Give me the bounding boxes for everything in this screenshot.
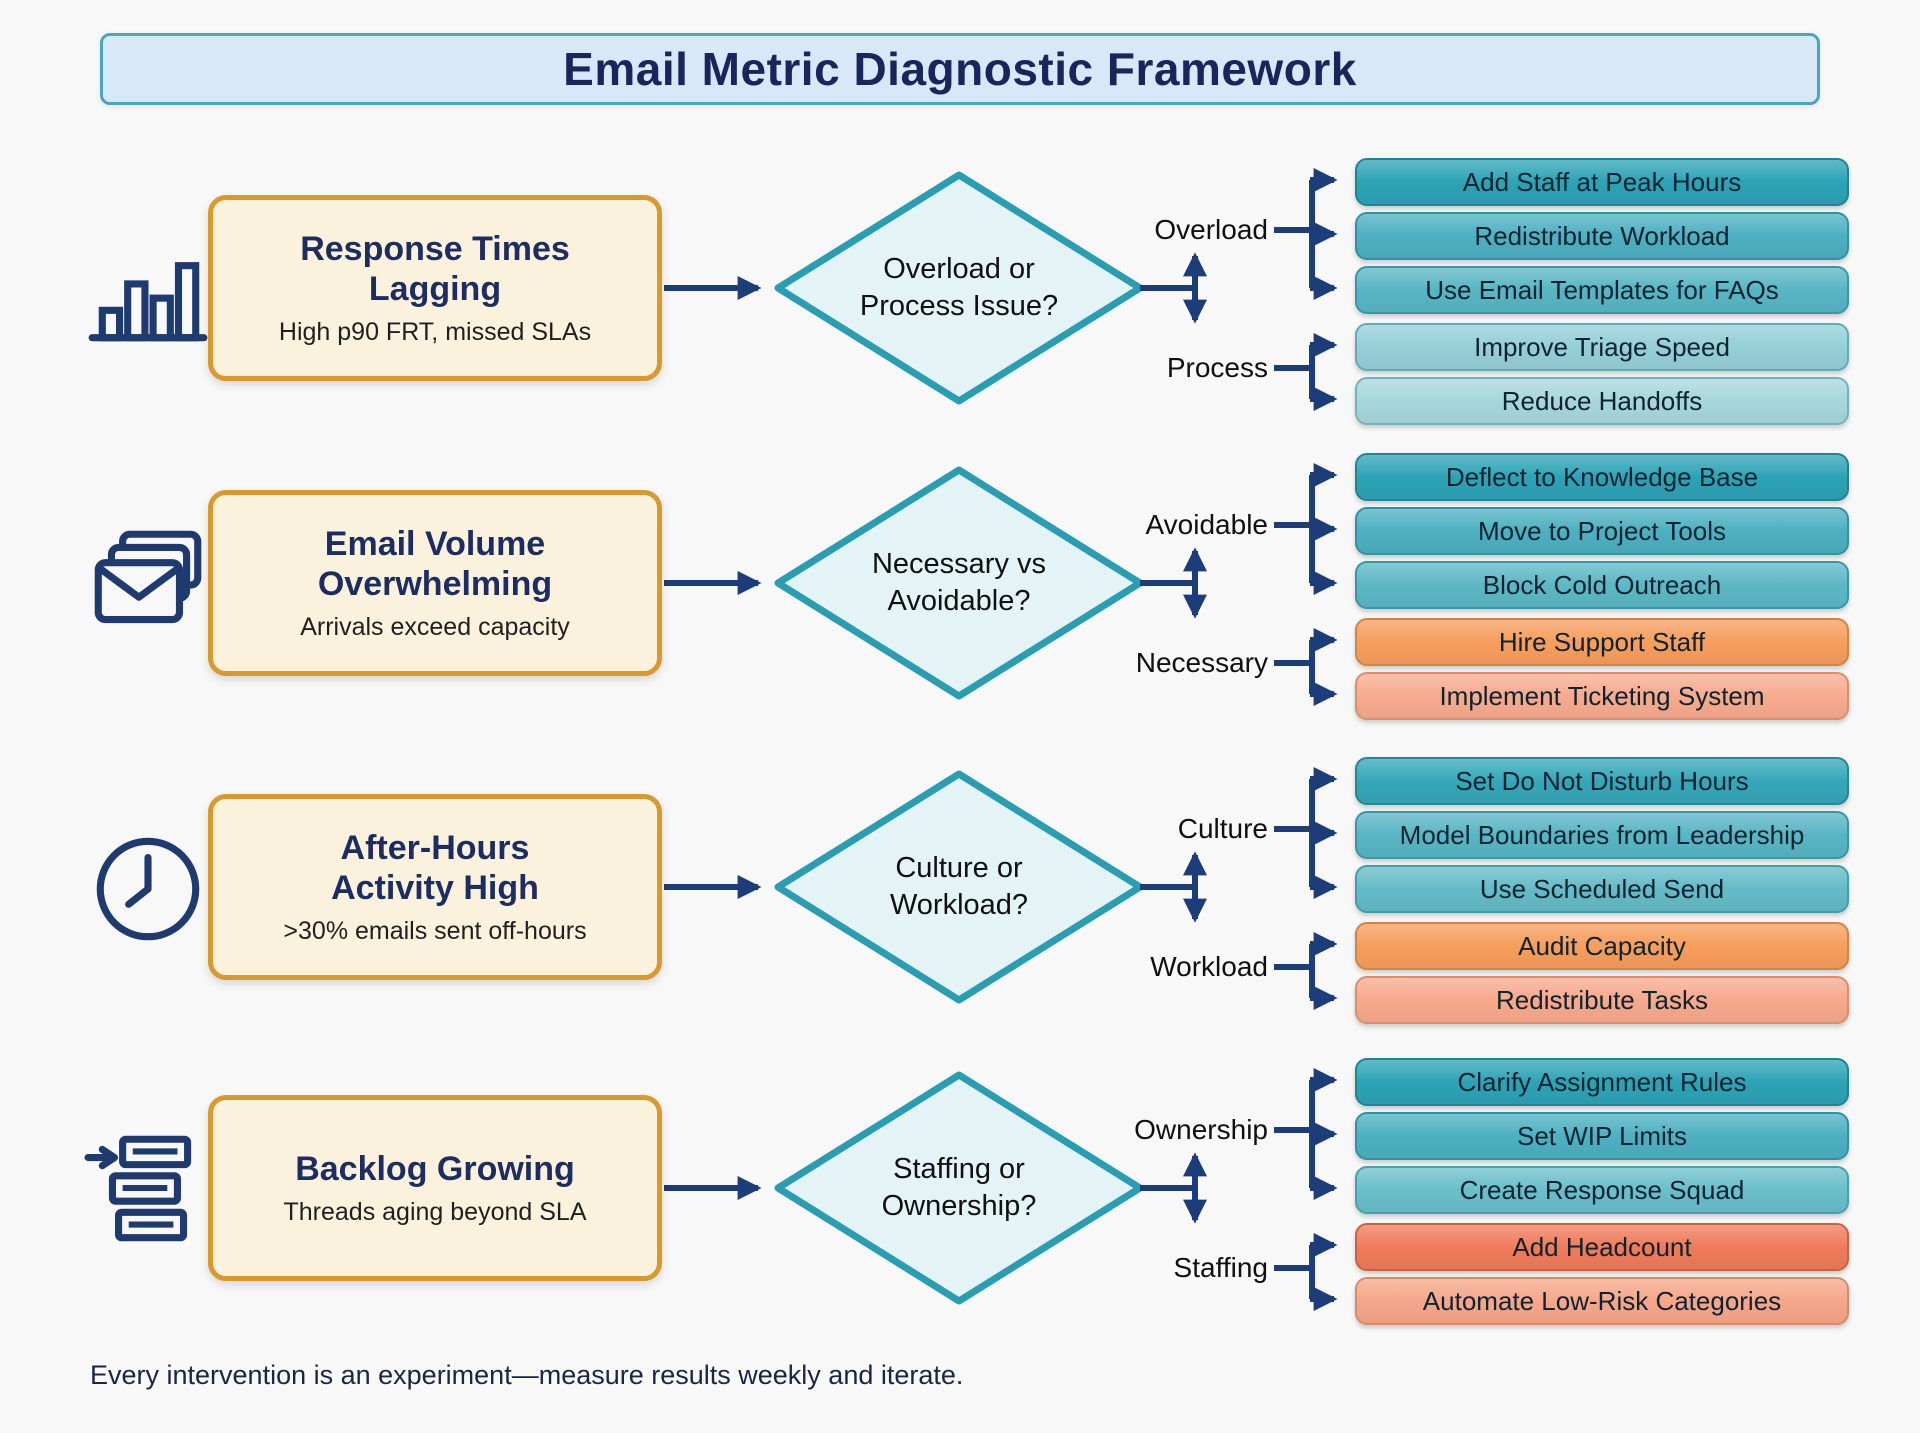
action-box: Redistribute Workload [1355,212,1849,260]
action-box: Set WIP Limits [1355,1112,1849,1160]
branch-label-bottom: Workload [1150,951,1268,982]
action-box: Automate Low-Risk Categories [1355,1277,1849,1325]
problem-card: Backlog Growing Threads aging beyond SLA [208,1095,662,1281]
action-box: Set Do Not Disturb Hours [1355,757,1849,805]
page-title: Email Metric Diagnostic Framework [563,43,1357,95]
action-box: Move to Project Tools [1355,507,1849,555]
action-box: Model Boundaries from Leadership [1355,811,1849,859]
decision-question: Staffing or Ownership? [881,1153,1037,1223]
action-box: Clarify Assignment Rules [1355,1058,1849,1106]
stacked-envelopes-icon [82,518,214,650]
problem-subtitle: >30% emails sent off-hours [283,917,587,946]
diagnostic-row-backlog: Backlog Growing Threads aging beyond SLA… [0,1038,1920,1338]
action-box: Use Scheduled Send [1355,865,1849,913]
diagnostic-row-response-times: Response Times Lagging High p90 FRT, mis… [0,138,1920,438]
diagnostic-row-email-volume: Email Volume Overwhelming Arrivals excee… [0,433,1920,733]
action-box: Improve Triage Speed [1355,323,1849,371]
branch-label-top: Overload [1154,214,1268,245]
action-box: Reduce Handoffs [1355,377,1849,425]
branch-label-bottom: Process [1166,352,1268,383]
action-box: Use Email Templates for FAQs [1355,266,1849,314]
action-box: Hire Support Staff [1355,618,1849,666]
action-box: Redistribute Tasks [1355,976,1849,1024]
diagram-header: Email Metric Diagnostic Framework [100,33,1820,105]
problem-title: Email Volume Overwhelming [317,524,553,603]
decision-question: Necessary vs Avoidable? [871,548,1047,618]
problem-title: Response Times Lagging [300,229,570,308]
problem-card: Email Volume Overwhelming Arrivals excee… [208,490,662,676]
action-box: Add Headcount [1355,1223,1849,1271]
problem-subtitle: Threads aging beyond SLA [283,1198,587,1227]
footer-note: Every intervention is an experiment—meas… [90,1360,964,1390]
action-box: Deflect to Knowledge Base [1355,453,1849,501]
action-box: Create Response Squad [1355,1166,1849,1214]
branch-label-top: Avoidable [1145,509,1268,540]
action-box: Block Cold Outreach [1355,561,1849,609]
problem-subtitle: High p90 FRT, missed SLAs [278,318,592,347]
problem-card: After-Hours Activity High >30% emails se… [208,794,662,980]
backlog-list-icon [82,1123,214,1255]
branch-label-bottom: Necessary [1135,647,1268,678]
problem-title: After-Hours Activity High [331,828,539,907]
branch-label-bottom: Staffing [1173,1252,1268,1283]
diagnostic-row-after-hours: After-Hours Activity High >30% emails se… [0,737,1920,1037]
branch-label-top: Ownership [1134,1114,1268,1145]
decision-question: Overload or Process Issue? [859,253,1059,323]
action-box: Implement Ticketing System [1355,672,1849,720]
action-box: Add Staff at Peak Hours [1355,158,1849,206]
problem-subtitle: Arrivals exceed capacity [300,613,570,642]
branch-label-top: Culture [1177,813,1268,844]
problem-title: Backlog Growing [295,1149,575,1188]
clock-icon [82,822,214,954]
problem-card: Response Times Lagging High p90 FRT, mis… [208,195,662,381]
bar-chart-icon [82,223,214,355]
decision-question: Culture or Workload? [889,852,1029,922]
action-box: Audit Capacity [1355,922,1849,970]
